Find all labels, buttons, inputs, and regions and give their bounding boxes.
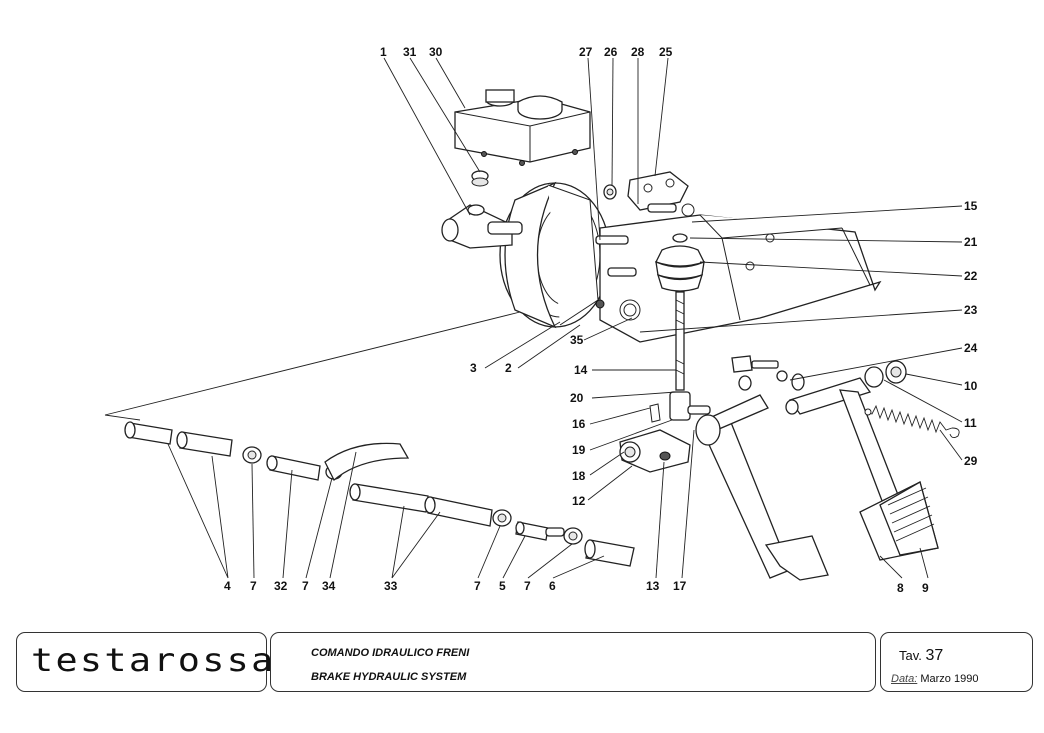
callout-7c: 7 <box>474 579 481 593</box>
pedal-shaft <box>785 360 907 415</box>
callout-13: 13 <box>646 579 660 593</box>
pivot-housing-18 <box>619 429 691 473</box>
master-cylinder-1 <box>441 204 523 249</box>
callout-8: 8 <box>897 581 904 595</box>
callout-7a: 7 <box>250 579 257 593</box>
date-label: Data: <box>891 673 918 685</box>
callout-28: 28 <box>631 45 645 59</box>
callout-16: 16 <box>572 417 586 431</box>
callout-7b: 7 <box>302 579 309 593</box>
callout-14: 14 <box>574 363 588 377</box>
callout-1: 1 <box>380 45 387 59</box>
callout-21: 21 <box>964 235 978 249</box>
callout-19: 19 <box>572 443 586 457</box>
hose-4b <box>176 431 233 457</box>
return-spring-29 <box>864 404 960 439</box>
callout-27: 27 <box>579 45 593 59</box>
callout-4: 4 <box>224 579 231 593</box>
callout-17: 17 <box>673 579 687 593</box>
callout-10: 10 <box>964 379 978 393</box>
callout-33: 33 <box>384 579 398 593</box>
callout-31: 31 <box>403 45 417 59</box>
leader-lines <box>167 57 963 579</box>
callout-32: 32 <box>274 579 288 593</box>
hose-34 <box>324 442 410 482</box>
exploded-diagram: 1 31 30 27 26 28 25 15 21 22 23 24 10 11… <box>104 45 978 595</box>
washer-26 <box>603 184 617 200</box>
hose-clamp-7a <box>242 446 262 464</box>
brake-fluid-reservoir <box>454 89 591 166</box>
hose-33a <box>349 483 429 513</box>
callout-35: 35 <box>570 333 584 347</box>
callout-18: 18 <box>572 469 586 483</box>
pedal-box-bracket <box>595 214 882 343</box>
callout-5: 5 <box>499 579 506 593</box>
plate-number: 37 <box>925 647 944 664</box>
callout-6: 6 <box>549 579 556 593</box>
brake-servo-booster <box>499 181 611 329</box>
plate-box: Tav. 37 Data: Marzo 1990 <box>880 632 1033 692</box>
title-italian: COMANDO IDRAULICO FRENI <box>311 647 470 659</box>
callout-12: 12 <box>572 494 586 508</box>
bolt-23 <box>731 355 788 382</box>
callout-7d: 7 <box>524 579 531 593</box>
callout-22: 22 <box>964 269 978 283</box>
push-rod-14 <box>675 291 685 391</box>
title-english: BRAKE HYDRAULIC SYSTEM <box>311 671 467 683</box>
hose-32 <box>266 455 321 481</box>
union-5 <box>515 521 565 541</box>
plate-heading: Tav. 37 <box>899 647 943 665</box>
pedal-lever-upper <box>695 375 829 581</box>
hose-clamp-7d <box>563 527 583 545</box>
callout-20: 20 <box>570 391 584 405</box>
hose-4a <box>124 421 173 445</box>
grommet-31 <box>471 170 489 187</box>
callout-29: 29 <box>964 454 978 468</box>
hose-6 <box>584 539 635 567</box>
testarossa-logo: testarossa <box>31 641 276 679</box>
callout-24: 24 <box>964 341 978 355</box>
hose-clamp-7c <box>492 509 512 527</box>
clevis-16 <box>649 391 711 423</box>
callout-3: 3 <box>470 361 477 375</box>
callout-2: 2 <box>505 361 512 375</box>
date-value: Marzo 1990 <box>920 673 979 685</box>
title-box: COMANDO IDRAULICO FRENI BRAKE HYDRAULIC … <box>270 632 876 692</box>
hose-33b <box>424 496 493 527</box>
bracket-25 <box>627 171 689 211</box>
callout-25: 25 <box>659 45 673 59</box>
callout-23: 23 <box>964 303 978 317</box>
brake-pedal-arm <box>839 389 939 561</box>
callout-26: 26 <box>604 45 618 59</box>
stud-bolts-27 <box>595 235 637 277</box>
callout-30: 30 <box>429 45 443 59</box>
rubber-boot-22 <box>655 233 705 292</box>
logo-box: testarossa <box>16 632 273 692</box>
plate-label: Tav. <box>899 648 922 663</box>
date-row: Data: Marzo 1990 <box>891 673 978 685</box>
callout-15: 15 <box>964 199 978 213</box>
callout-11: 11 <box>964 416 977 430</box>
callout-9: 9 <box>922 581 929 595</box>
pin-28 <box>647 203 695 217</box>
callout-34: 34 <box>322 579 336 593</box>
